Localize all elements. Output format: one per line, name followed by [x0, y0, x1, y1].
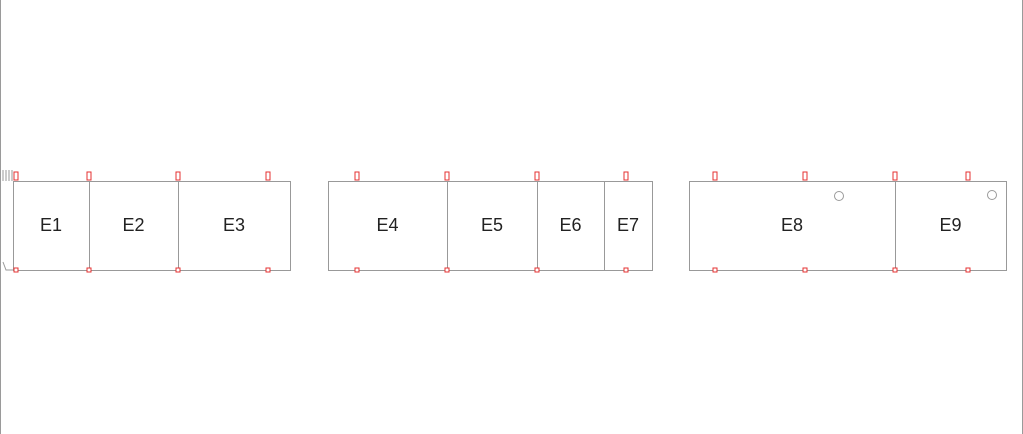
cell-label-e2: E2 [122, 215, 144, 235]
top-marker [623, 171, 629, 181]
top-marker [965, 171, 971, 181]
bottom-marker [623, 267, 629, 273]
top-marker [712, 171, 718, 181]
cell-label-e4: E4 [376, 215, 398, 235]
top-marker [175, 171, 181, 181]
top-marker [802, 171, 808, 181]
top-marker [892, 171, 898, 181]
bottom-marker [802, 267, 808, 273]
cell-label-e3: E3 [223, 215, 245, 235]
bottom-marker [965, 267, 971, 273]
group-1-outline [13, 181, 291, 271]
group-3-outline [689, 181, 1007, 271]
cell-group-1: E1 E2 E3 [13, 171, 291, 273]
bottom-marker [712, 267, 718, 273]
top-marker [354, 171, 360, 181]
bottom-marker [892, 267, 898, 273]
circle-hole-icon [834, 191, 844, 201]
top-marker [534, 171, 540, 181]
bottom-marker [175, 267, 181, 273]
cell-group-2: E4 E5 E6 E7 [328, 171, 653, 273]
cell-label-e1: E1 [40, 215, 62, 235]
cell-label-e8: E8 [781, 215, 803, 235]
top-marker [13, 171, 19, 181]
cell-label-e7: E7 [617, 215, 639, 235]
bottom-marker [354, 267, 360, 273]
left-edge-ticks [2, 170, 13, 271]
cell-group-3: E8 E9 [689, 171, 1007, 273]
circle-hole-icon [987, 190, 997, 200]
group-2-outline [328, 181, 653, 271]
top-marker [444, 171, 450, 181]
cell-label-e9: E9 [939, 215, 961, 235]
cell-label-e6: E6 [559, 215, 581, 235]
bottom-marker [444, 267, 450, 273]
bottom-marker [534, 267, 540, 273]
top-marker [86, 171, 92, 181]
cell-label-e5: E5 [481, 215, 503, 235]
bottom-marker [13, 267, 19, 273]
bottom-marker [265, 267, 271, 273]
top-marker [265, 171, 271, 181]
bottom-marker [86, 267, 92, 273]
